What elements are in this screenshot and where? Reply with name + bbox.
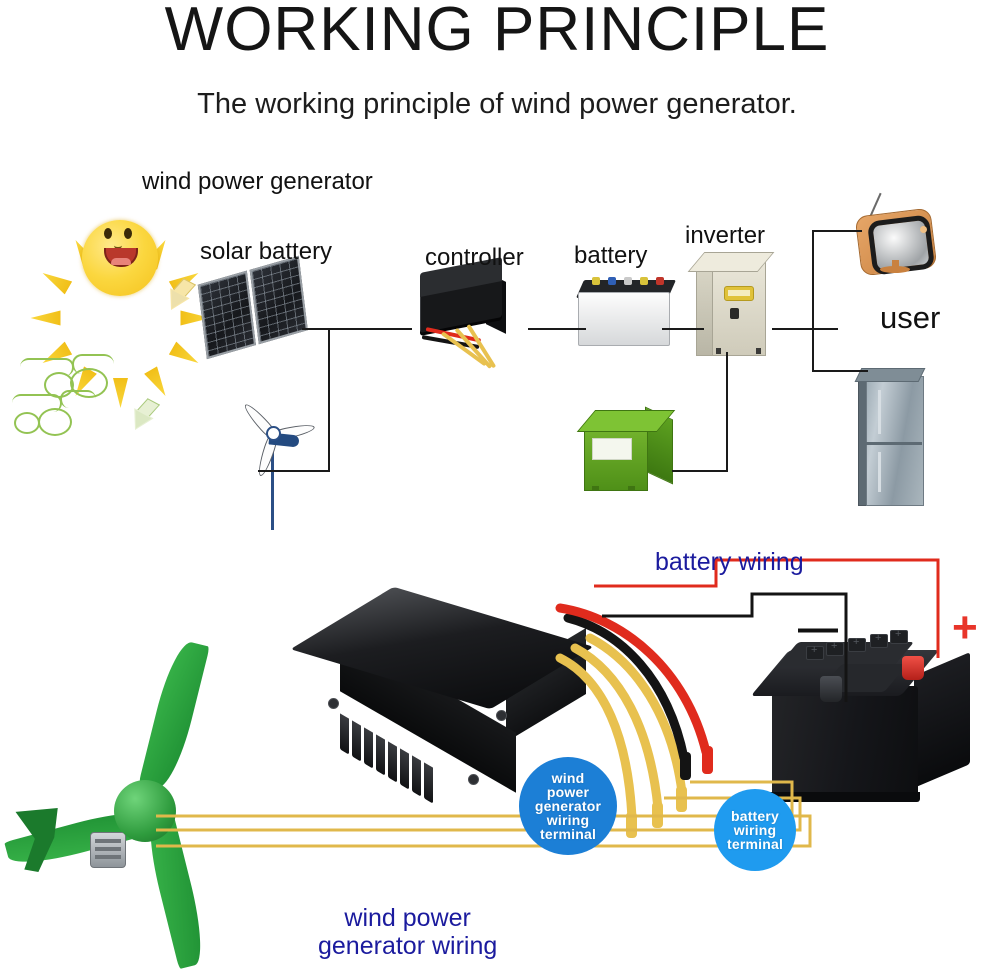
- wire-inverter-down: [726, 352, 728, 472]
- wire-user-bus-vertical: [812, 230, 814, 372]
- sun-icon: [60, 198, 180, 318]
- controller-icon: [412, 257, 522, 370]
- wiring-detail-diagram: — + wind power generator wiring terminal…: [0, 530, 994, 972]
- callout-line: wind: [551, 770, 585, 786]
- callout-line: generator: [534, 798, 602, 814]
- controller-icon: [290, 578, 598, 818]
- refrigerator-icon: [854, 368, 930, 506]
- route-red-positive: [594, 558, 940, 658]
- cable-yellow-3: [585, 633, 687, 797]
- car-battery-icon: [750, 628, 976, 824]
- wire-bus-to-tv: [812, 230, 862, 232]
- callout-line: power: [546, 784, 590, 800]
- label-controller: controller: [425, 244, 524, 271]
- green-wind-turbine-icon: [0, 630, 300, 970]
- system-overview-diagram: wind power generator solar battery contr…: [0, 150, 994, 530]
- callout-line: terminal: [539, 826, 597, 842]
- label-inverter: inverter: [685, 222, 766, 249]
- cable-black: [563, 613, 689, 763]
- page-title: WORKING PRINCIPLE: [164, 0, 830, 64]
- label-solar-battery: solar battery: [200, 238, 333, 265]
- callout-wind-generator-terminal: wind power generator wiring terminal: [519, 757, 617, 855]
- wire-bus-to-fridge: [812, 370, 868, 372]
- caption-battery-wiring: battery wiring: [655, 548, 804, 576]
- connector-black: [680, 752, 691, 780]
- callout-line: wiring: [733, 822, 777, 838]
- wire-controller-to-battery: [528, 328, 586, 330]
- route-black-negative: [602, 592, 848, 702]
- inverter-icon: [687, 248, 778, 356]
- tv-icon: [850, 192, 942, 290]
- wind-swirl-icon: [8, 350, 178, 450]
- cable-yellow-2: [570, 643, 663, 813]
- battery-positive-sign: +: [952, 603, 978, 652]
- wire-greenbox-to-inverter: [672, 470, 728, 472]
- label-wind-power-generator: wind power generator: [142, 168, 373, 195]
- wire-panel-to-bus: [302, 328, 412, 330]
- callout-battery-terminal: battery wiring terminal: [714, 789, 796, 871]
- caption-wind-generator-wiring: wind power generator wiring: [318, 904, 498, 960]
- callout-line: battery: [730, 808, 780, 824]
- connector-red: [702, 746, 713, 774]
- wire-bus-vertical: [328, 328, 330, 472]
- green-generator-icon: [576, 406, 694, 493]
- callout-line: wiring: [546, 812, 590, 828]
- solar-panel-icon: [197, 255, 310, 360]
- cable-yellow-1: [555, 653, 637, 823]
- callout-line: terminal: [726, 836, 784, 852]
- route-yellow-2: [156, 796, 802, 832]
- label-user: user: [880, 300, 941, 335]
- wire-battery-to-inverter: [662, 328, 704, 330]
- wire-inverter-to-user-bus: [772, 328, 838, 330]
- battery-negative-sign: —: [798, 606, 838, 650]
- wind-turbine-icon: [228, 398, 318, 530]
- wire-bus-to-turbine: [258, 470, 330, 472]
- battery-icon: [575, 274, 677, 346]
- page-subtitle: The working principle of wind power gene…: [197, 88, 797, 120]
- cable-red: [555, 603, 711, 757]
- label-battery: battery: [574, 242, 648, 269]
